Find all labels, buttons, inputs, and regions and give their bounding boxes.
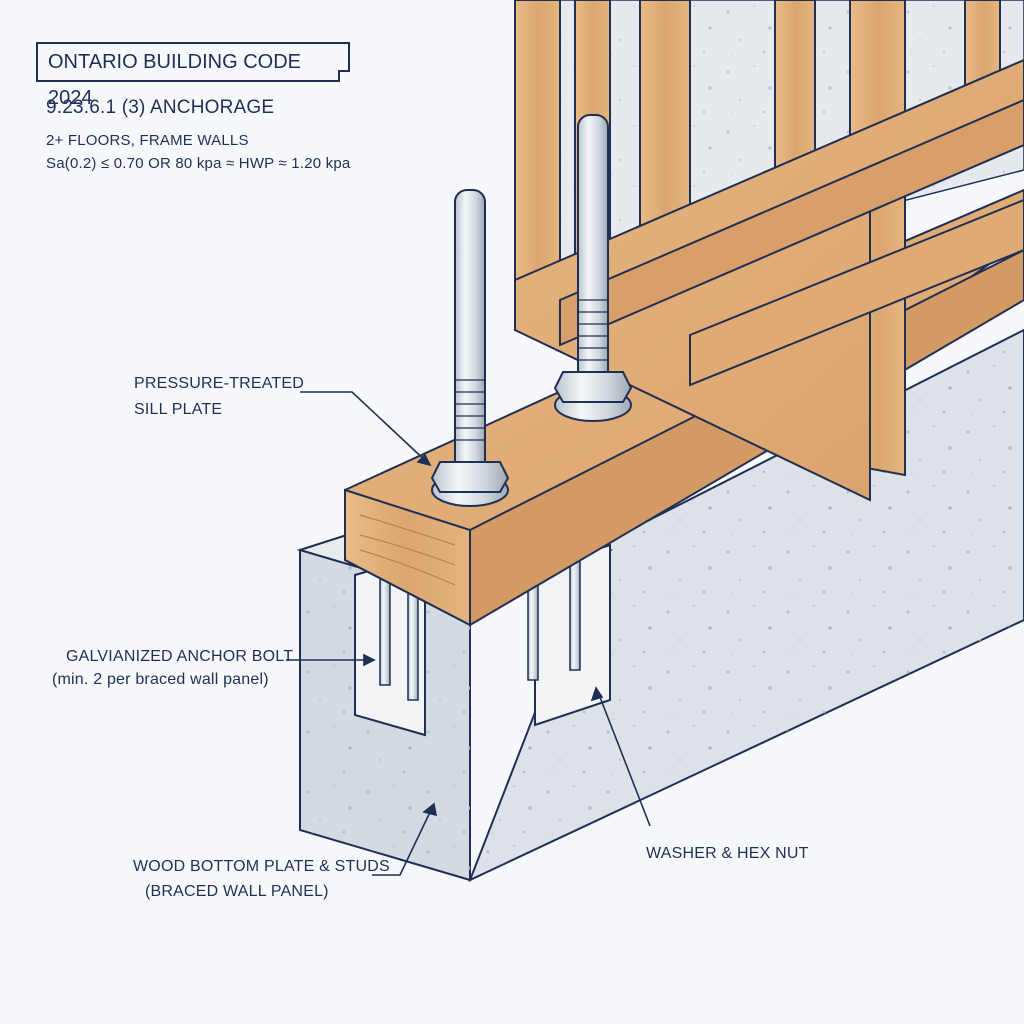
sill-plate-label-line-1: PRESSURE-TREATED (134, 375, 305, 392)
bottom-plate-label-line-1: WOOD BOTTOM PLATE & STUDS (133, 858, 390, 875)
sill-plate-label-line-2: SILL PLATE (134, 401, 223, 418)
anchor-bolt-left (430, 189, 510, 507)
code-condition-line-1: 2+ FLOORS, FRAME WALLS (46, 132, 249, 149)
wall-framing (514, 0, 1024, 502)
anchor-bolt-right (553, 114, 633, 422)
anchor-bolt-label-line-1: GALVIANIZED ANCHOR BOLT (66, 648, 294, 665)
leader-lines (286, 391, 651, 876)
code-title: ONTARIO BUILDING CODE 2024 (48, 51, 301, 109)
code-section-heading: 9.23.6.1 (3) ANCHORAGE (46, 97, 275, 118)
anchor-bolt-label-line-2: (min. 2 per braced wall panel) (52, 671, 269, 688)
washer-hex-nut-label: WASHER & HEX NUT (646, 845, 809, 862)
code-title-box: ONTARIO BUILDING CODE 2024 (36, 42, 350, 109)
code-condition-line-2: Sa(0.2) ≤ 0.70 OR 80 kpa ≈ HWP ≈ 1.20 kp… (46, 155, 351, 172)
bottom-plate-label-line-2: (BRACED WALL PANEL) (145, 883, 329, 900)
title-corner-mark (338, 70, 350, 82)
